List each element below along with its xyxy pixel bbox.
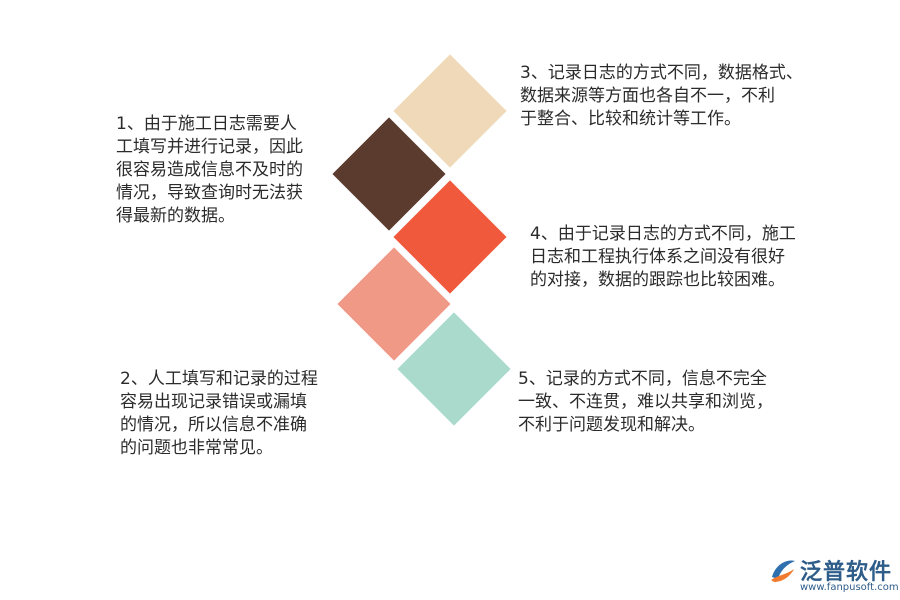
note-5: 5、记录的方式不同，信息不完全 一致、不连贯，难以共享和浏览， 不利于问题发现和… [518,369,773,435]
note-4: 4、由于记录日志的方式不同，施工 日志和工程执行体系之间没有很好 的对接，数据的… [530,224,796,290]
note-1: 1、由于施工日志需要人 工填写并进行记录，因此 很容易造成信息不及时的 情况，导… [116,114,303,226]
brand-url: www.fanpusoft.com [800,582,899,593]
note-2: 2、人工填写和记录的过程 容易出现记录错误或漏填 的情况，所以信息不准确 的问题… [120,369,318,458]
note-3: 3、记录日志的方式不同，数据格式、 数据来源等方面也各自不一，不利 于整合、比较… [520,63,803,129]
fanpu-logo-icon [771,560,795,582]
brand-name: 泛普软件 [800,560,893,585]
brand-logo: 泛普软件 www.fanpusoft.com [768,553,899,597]
